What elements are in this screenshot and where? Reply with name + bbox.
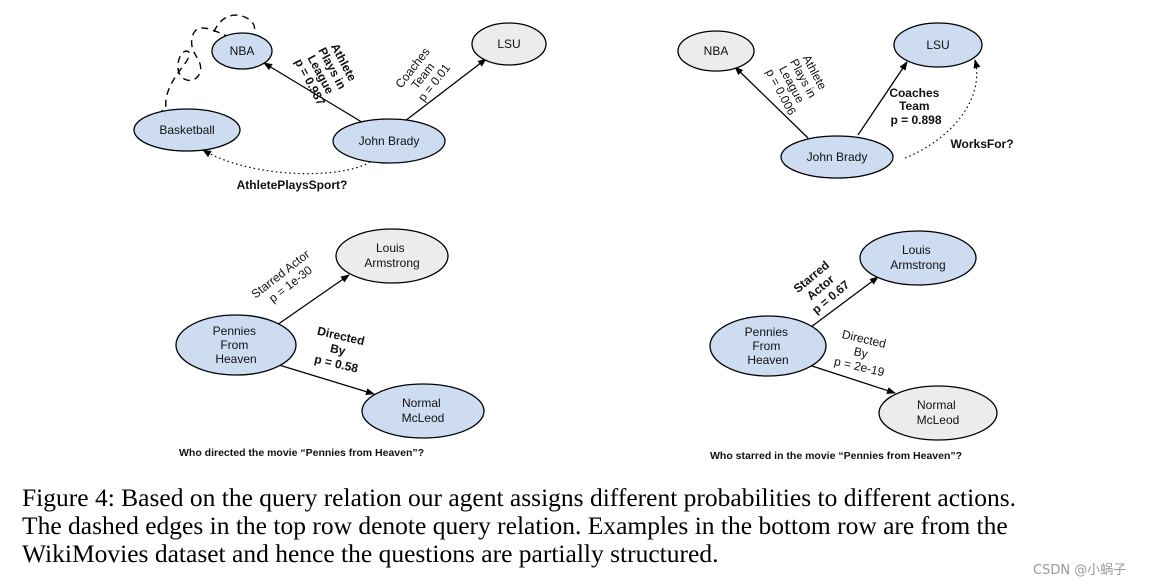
caption-line: Figure 4: Based on the query relation ou… [22,483,1017,512]
panel-bottom-right: Pennies From Heaven Louis Armstrong Norm… [709,230,998,462]
question-text: Who directed the movie “Pennies from Hea… [179,447,424,459]
edge-label-coaches-team: Coaches Team p = 0.898 [889,86,942,127]
query-dotted-edge [202,149,371,175]
node-john-brady [780,135,894,179]
caption-line: WikiMovies dataset and hence the questio… [22,539,719,568]
figure-caption: Figure 4: Based on the query relation ou… [22,484,1142,568]
edge-label-starred-actor: Starred Actor p = 1e-30 [249,245,324,312]
edge-pennies-to-normal [811,365,896,394]
panel-bottom-left: Pennies From Heaven Louis Armstrong Norm… [175,228,485,459]
edge-john-to-nba [263,62,366,125]
node-label-lsu: LSU [926,38,949,52]
node-label-normal-mcleod: Normal McLeod [917,398,960,427]
node-label-basketball: Basketball [159,123,214,137]
node-basketball [133,108,241,152]
node-label-nba: NBA [704,44,729,58]
caption-line: The dashed edges in the top row denote q… [22,511,1008,540]
node-label-lsu: LSU [497,37,520,51]
node-pennies-from-heaven [175,314,297,376]
edge-pennies-to-louis [276,274,350,326]
edge-label-directed-by: Directed By p = 2e-19 [833,327,892,379]
node-nba [211,32,273,70]
query-dotted-edge [904,59,981,159]
node-normal-mcleod [878,385,998,441]
query-label-athlete-plays-sport: AthletePlaysSport? [237,178,348,192]
edge-john-to-nba [734,66,809,139]
edge-label-directed-by: Directed By p = 0.58 [310,324,370,376]
node-label-nba: NBA [230,44,255,58]
edge-pennies-to-normal [278,364,375,396]
edge-label-athlete-plays-in-league: Athlete Plays in League p = 0.987 [292,38,363,108]
edge-john-to-lsu [857,61,908,136]
node-label-john-brady: John Brady [359,134,420,148]
node-john-brady [332,118,446,164]
node-pennies-from-heaven [709,315,827,377]
panel-top-right: NBA LSU John Brady Athlete Plays in Leag… [677,22,1014,179]
query-label-works-for: WorksFor? [950,137,1013,151]
question-text: Who starred in the movie “Pennies from H… [710,450,962,462]
node-louis-armstrong [335,228,449,284]
edge-label-starred-actor: Starred Actor p = 0.67 [791,256,853,317]
watermark: CSDN @小蜗子 [1033,563,1127,578]
edge-pennies-to-louis [810,276,879,328]
edge-john-to-lsu [404,58,487,122]
edge-label-coaches-team: Coaches Team p = 0.01 [392,42,455,107]
query-dashed-edge [165,14,256,118]
node-label-pennies-from-heaven: Pennies From Heaven [745,325,792,367]
node-label-louis-armstrong: Louis Armstrong [364,241,419,270]
edge-label-athlete-plays-in-league: Athlete Plays in League p = 0.006 [763,48,834,118]
node-lsu [893,22,983,68]
node-label-louis-armstrong: Louis Armstrong [890,243,945,272]
node-label-pennies-from-heaven: Pennies From Heaven [213,324,260,366]
panel-top-left: NBA LSU Basketball John Brady Athlete Pl… [133,14,547,192]
node-lsu [471,22,547,66]
node-normal-mcleod [361,383,485,439]
node-nba [677,30,755,72]
node-louis-armstrong [859,230,977,286]
node-label-john-brady: John Brady [807,150,868,164]
node-label-normal-mcleod: Normal McLeod [402,396,445,425]
